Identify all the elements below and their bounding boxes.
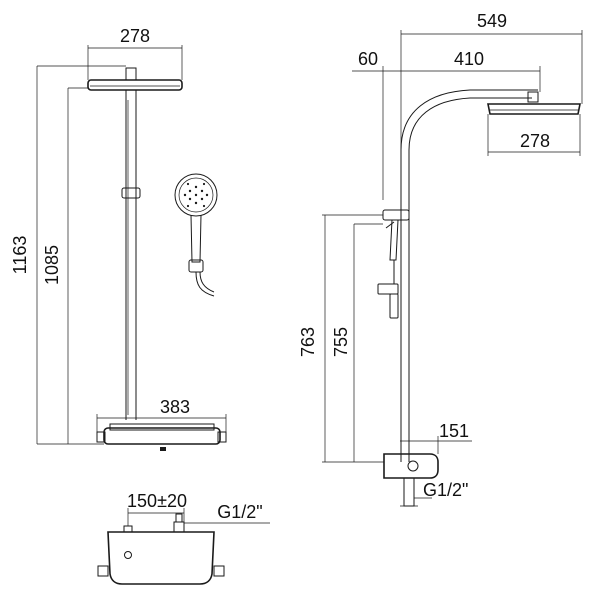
side-mixer-body — [383, 453, 439, 507]
front-riser-pipe — [125, 90, 137, 420]
mixer-detail: 150±20 G1/2" — [97, 491, 270, 585]
front-hand-shower — [174, 173, 218, 297]
label-side-connection: G1/2" — [423, 480, 468, 500]
label-mixer-connection: G1/2" — [217, 502, 262, 522]
dim-front-total-height — [36, 65, 126, 445]
dim-front-shelf-width — [96, 414, 227, 432]
label-mixer-spacing: 150±20 — [127, 491, 187, 511]
dim-side-slider-height — [353, 223, 383, 462]
label-side-head-width: 278 — [520, 131, 550, 151]
label-side-slider-height: 755 — [331, 327, 351, 357]
dim-side-mixer-depth — [400, 436, 472, 454]
dim-side-total-height — [322, 214, 384, 463]
front-slider-bracket — [121, 187, 141, 199]
label-side-total-reach: 549 — [477, 11, 507, 31]
dim-side-arm — [352, 66, 541, 150]
label-front-total-height: 1163 — [10, 236, 30, 275]
dim-front-head-width — [87, 45, 183, 80]
side-shower-head — [487, 91, 581, 115]
side-view: 549 60 410 278 763 755 151 G1/2" — [298, 11, 583, 507]
dim-front-arm-height — [67, 87, 88, 444]
front-mixer-shelf — [96, 423, 227, 451]
label-side-slider-height-total: 763 — [298, 327, 318, 357]
dim-mixer-spacing — [127, 508, 270, 526]
side-curved-arm — [400, 89, 538, 151]
dim-side-total-reach — [400, 30, 583, 150]
mixer-body — [97, 513, 225, 585]
label-side-wall-offset: 60 — [358, 49, 378, 69]
label-front-shelf-width: 383 — [160, 397, 190, 417]
side-riser-pipe — [382, 150, 410, 462]
side-hand-shower — [377, 209, 410, 319]
dim-side-head-width — [487, 114, 581, 156]
label-side-mixer-depth: 151 — [439, 421, 469, 441]
front-shower-head — [87, 67, 183, 91]
front-view: 278 1163 1085 383 — [10, 26, 227, 451]
label-front-arm-height: 1085 — [42, 245, 62, 285]
label-side-arm-reach: 410 — [454, 49, 484, 69]
label-front-head-width: 278 — [120, 26, 150, 46]
